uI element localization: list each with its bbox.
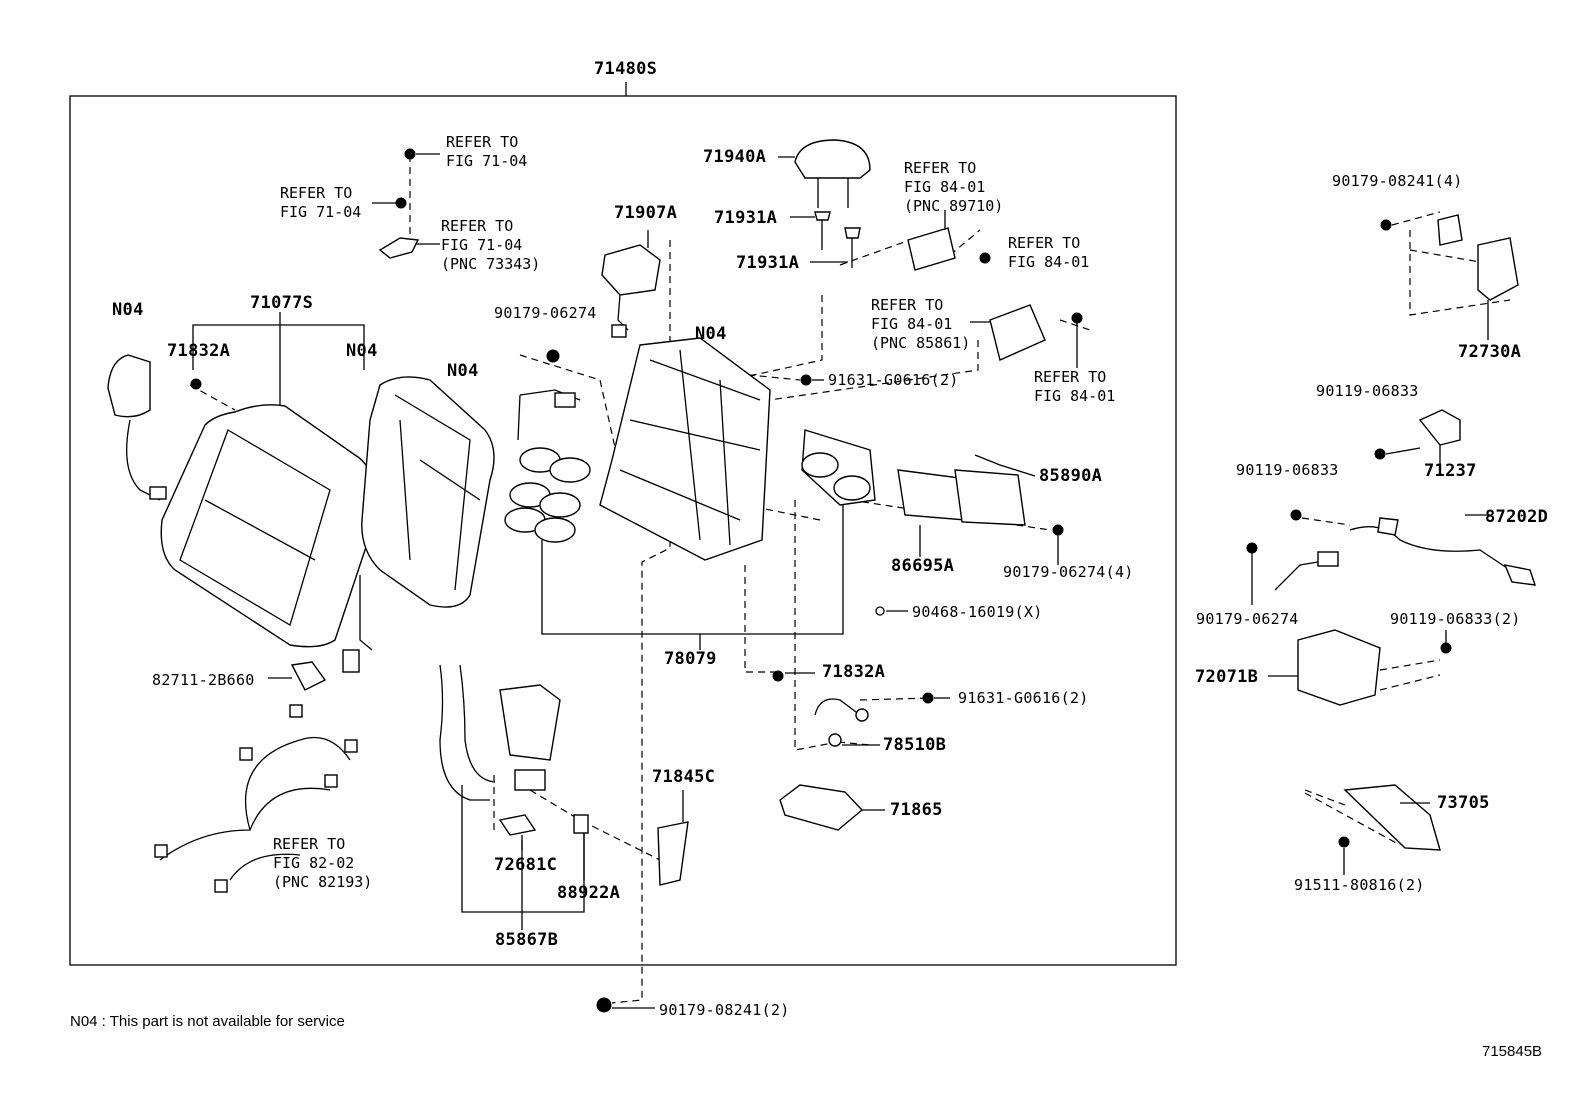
label-78510b: 78510B (883, 735, 947, 755)
label-71832a-bottom: 71832A (822, 662, 886, 682)
label-91631-g0616-top: 91631-G0616(2) (828, 371, 959, 389)
assembly-frame (69, 95, 1177, 966)
label-71845c: 71845C (652, 767, 716, 787)
label-71931a-2: 71931A (736, 253, 800, 273)
figure-code: 715845B (1482, 1043, 1543, 1060)
label-72071b: 72071B (1195, 667, 1259, 687)
refer-fig-84-01-right: REFER TO FIG 84-01 (1008, 234, 1090, 271)
label-90119-06833-b: 90119-06833 (1236, 461, 1339, 479)
label-72730a: 72730A (1458, 342, 1522, 362)
refer-fig-84-01-pnc89710: REFER TO FIG 84-01 (PNC 89710) (904, 159, 1004, 215)
refer-fig-71-04-left: REFER TO FIG 71-04 (280, 184, 362, 221)
refer-fig-71-04-top: REFER TO FIG 71-04 (446, 133, 528, 170)
label-78079: 78079 (664, 649, 717, 669)
label-71480s: 71480S (594, 59, 658, 79)
label-n04-left: N04 (112, 300, 144, 320)
label-90179-06274-center: 90179-06274 (494, 304, 597, 322)
label-n04-pad: N04 (447, 361, 479, 381)
label-n04-cover: N04 (346, 341, 378, 361)
seatback-cover-drawing (160, 404, 377, 648)
refer-fig-71-04-pnc73343: REFER TO FIG 71-04 (PNC 73343) (441, 217, 541, 273)
label-72681c: 72681C (494, 855, 558, 875)
label-71940a: 71940A (703, 147, 767, 167)
label-90179-08241-4: 90179-08241(4) (1332, 172, 1463, 190)
footnote-n04: N04 : This part is not available for ser… (70, 1013, 345, 1030)
label-73705: 73705 (1437, 793, 1490, 813)
label-88922a: 88922A (557, 883, 621, 903)
label-91511-80816-2: 91511-80816(2) (1294, 876, 1425, 894)
label-85867b: 85867B (495, 930, 559, 950)
label-90119-06833-2: 90119-06833(2) (1390, 610, 1521, 628)
refer-fig-82-02-pnc82193: REFER TO FIG 82-02 (PNC 82193) (273, 835, 373, 891)
label-71237: 71237 (1424, 461, 1477, 481)
label-82711-2b660: 82711-2B660 (152, 671, 255, 689)
label-71907a: 71907A (614, 203, 678, 223)
refer-fig-84-01-low: REFER TO FIG 84-01 (1034, 368, 1116, 405)
label-90468-16019: 90468-16019(X) (912, 603, 1043, 621)
label-71931a-1: 71931A (714, 208, 778, 228)
label-90179-08241-2: 90179-08241(2) (659, 1001, 790, 1019)
label-n04-frame: N04 (695, 324, 727, 344)
label-71865: 71865 (890, 800, 943, 820)
label-86695a: 86695A (891, 556, 955, 576)
label-85890a: 85890A (1039, 466, 1103, 486)
label-90179-06274-4: 90179-06274(4) (1003, 563, 1134, 581)
label-90119-06833-a: 90119-06833 (1316, 382, 1419, 400)
refer-fig-84-01-pnc85861: REFER TO FIG 84-01 (PNC 85861) (871, 296, 971, 352)
label-71832a-top: 71832A (167, 341, 231, 361)
label-91631-g0616-bottom: 91631-G0616(2) (958, 689, 1089, 707)
label-90179-06274-right: 90179-06274 (1196, 610, 1299, 628)
label-87202d: 87202D (1485, 507, 1549, 527)
label-71077s: 71077S (250, 293, 314, 313)
seat-frame-drawing (599, 337, 771, 561)
